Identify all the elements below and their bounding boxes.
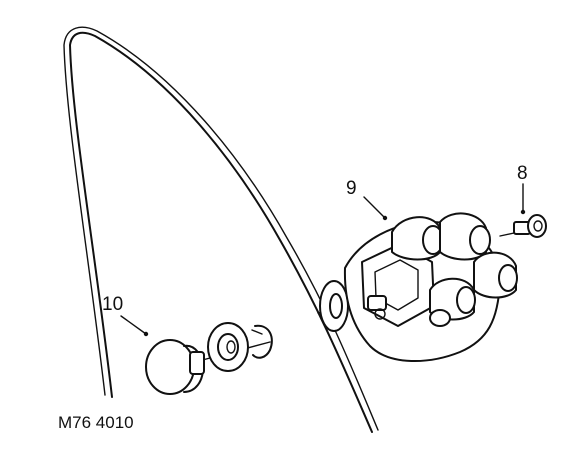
part-8-screw (499, 214, 547, 238)
glass-panel (63, 26, 379, 433)
callout-10: 10 (102, 294, 123, 315)
callout-9: 9 (346, 178, 357, 199)
part-9-bracket-assembly (317, 212, 518, 363)
leader-lines (120, 183, 526, 337)
part-10-fastener-set (145, 322, 273, 395)
figure-code: M76 4010 (58, 413, 134, 432)
callout-8: 8 (517, 163, 528, 184)
